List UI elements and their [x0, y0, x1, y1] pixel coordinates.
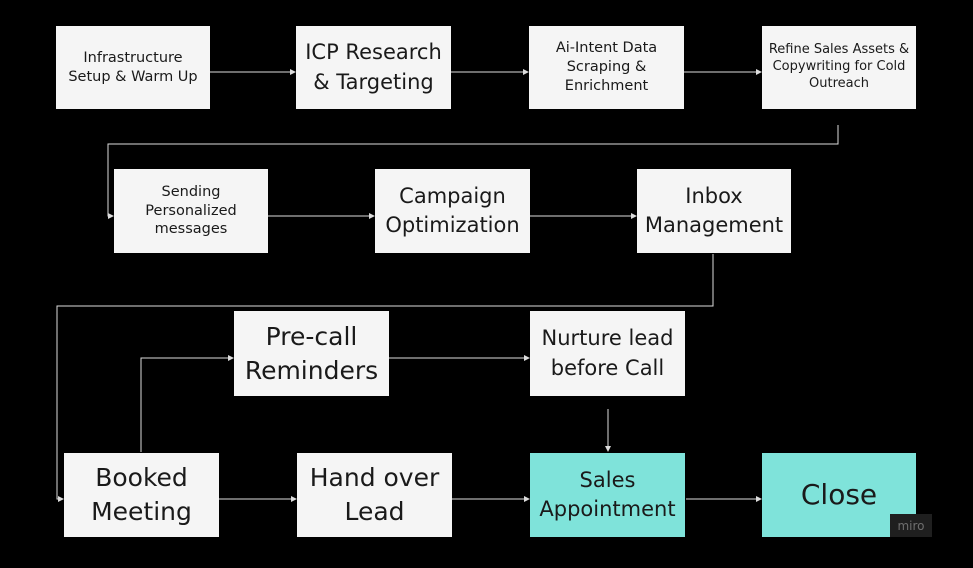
node-ai-intent-data[interactable]: Ai-Intent Data Scraping & Enrichment: [529, 26, 684, 109]
node-close[interactable]: Close: [762, 453, 916, 537]
node-sales-appointment[interactable]: Sales Appointment: [530, 453, 685, 537]
node-inbox-management[interactable]: Inbox Management: [637, 169, 791, 253]
node-hand-over-lead[interactable]: Hand over Lead: [297, 453, 452, 537]
node-infrastructure-setup[interactable]: Infrastructure Setup & Warm Up: [56, 26, 210, 109]
edge-inbox-to-booked: [56, 254, 714, 502]
node-booked-meeting[interactable]: Booked Meeting: [64, 453, 219, 537]
node-pre-call-reminders[interactable]: Pre-call Reminders: [234, 311, 389, 396]
node-campaign-optimization[interactable]: Campaign Optimization: [375, 169, 530, 253]
node-sending-messages[interactable]: Sending Personalized messages: [114, 169, 268, 253]
edge-booked-to-precall: [140, 355, 234, 452]
miro-watermark: miro: [890, 514, 932, 537]
node-nurture-lead[interactable]: Nurture lead before Call: [530, 311, 685, 396]
node-icp-research[interactable]: ICP Research & Targeting: [296, 26, 451, 109]
edge-refine-to-sending: [107, 125, 839, 219]
node-refine-sales-assets[interactable]: Refine Sales Assets & Copywriting for Co…: [762, 26, 916, 109]
